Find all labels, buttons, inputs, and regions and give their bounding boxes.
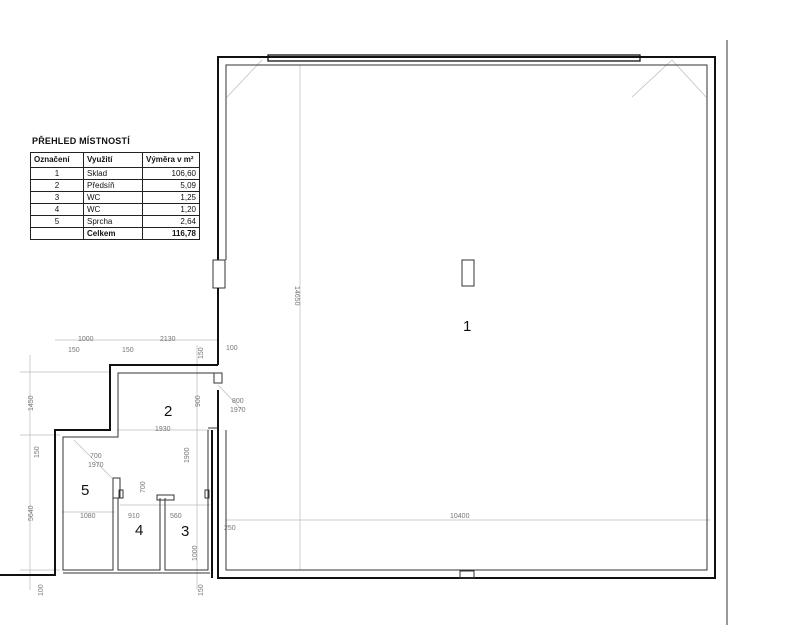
- room-overview-title: PŘEHLED MÍSTNOSTÍ: [32, 136, 130, 146]
- room-label-4: 4: [135, 522, 143, 539]
- header-label: Označení: [30, 152, 84, 168]
- header-area: Výměra v m²: [142, 152, 200, 168]
- dim-text: 100: [38, 584, 45, 596]
- dim-text: 150: [198, 584, 205, 596]
- dim-text: 700: [140, 481, 147, 493]
- dimension-texts: 1000 150 150 2130 100 150 1450 150 5640 …: [28, 286, 470, 596]
- table-header-row: Označení Využití Výměra v m²: [30, 152, 200, 168]
- dim-text: 1450: [28, 395, 35, 411]
- dim-text: 100: [226, 345, 238, 352]
- dim-text: 1970: [88, 462, 104, 469]
- cell-id: 5: [30, 215, 84, 228]
- cell-use: Sprcha: [83, 215, 143, 228]
- cell-use: Sklad: [83, 167, 143, 180]
- column-marker: [461, 259, 475, 287]
- cell-use: WC: [83, 191, 143, 204]
- dim-text: 14650: [293, 286, 300, 306]
- dim-text: 150: [34, 446, 41, 458]
- main-room-walls: [212, 40, 728, 625]
- total-label: Celkem: [83, 227, 143, 240]
- cell-id: 4: [30, 203, 84, 216]
- dim-text: 700: [90, 453, 102, 460]
- dim-text: 900: [195, 395, 202, 407]
- cell-area: 1,25: [142, 191, 200, 204]
- cell-use: WC: [83, 203, 143, 216]
- room-label-3: 3: [181, 523, 189, 540]
- dim-text: 1930: [155, 426, 171, 433]
- dim-text: 1970: [230, 407, 246, 414]
- total-value: 116,78: [142, 227, 200, 240]
- cell-area: 5,09: [142, 179, 200, 192]
- dim-text: 1000: [78, 336, 94, 343]
- annex-walls: [0, 364, 223, 578]
- room-label-5: 5: [81, 482, 89, 499]
- cell-id: 2: [30, 179, 84, 192]
- dim-text: 250: [224, 525, 236, 532]
- room-label-2: 2: [164, 403, 172, 420]
- cell-area: 106,60: [142, 167, 200, 180]
- cell-id: 3: [30, 191, 84, 204]
- cell-area: 2,64: [142, 215, 200, 228]
- dim-text: 1000: [192, 545, 199, 561]
- cell-id: 1: [30, 167, 84, 180]
- room-label-1: 1: [463, 318, 471, 335]
- cell-area: 1,20: [142, 203, 200, 216]
- header-use: Využití: [83, 152, 143, 168]
- dim-text: 800: [232, 398, 244, 405]
- dim-text: 10400: [450, 513, 470, 520]
- dim-text: 2130: [160, 336, 176, 343]
- dim-text: 150: [198, 347, 205, 359]
- dim-text: 560: [170, 513, 182, 520]
- dim-text: 910: [128, 513, 140, 520]
- cell-use: Předsíň: [83, 179, 143, 192]
- dim-text: 1080: [80, 513, 96, 520]
- dim-text: 5640: [28, 505, 35, 521]
- dim-text: 150: [68, 347, 80, 354]
- dim-text: 1900: [184, 447, 191, 463]
- dim-text: 150: [122, 347, 134, 354]
